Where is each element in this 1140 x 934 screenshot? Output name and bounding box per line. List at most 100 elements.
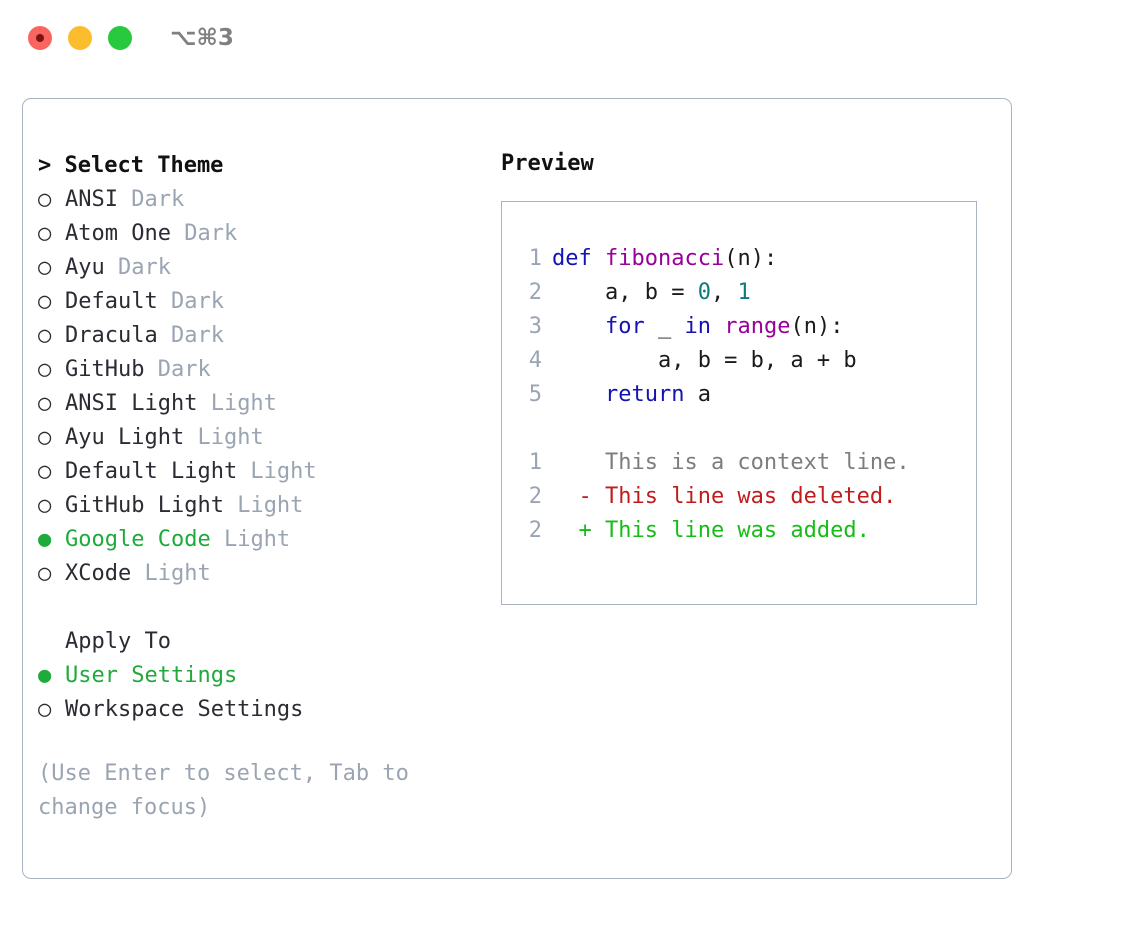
apply-to-label: User Settings	[65, 663, 238, 688]
code-line: 5 return a	[514, 378, 976, 412]
diff-text: - This line was deleted.	[552, 484, 897, 509]
code-line: 2 a, b = 0, 1	[514, 276, 976, 310]
theme-category: Light	[131, 561, 211, 586]
code-token: (n):	[790, 314, 844, 339]
line-number: 5	[528, 382, 542, 407]
theme-name: ANSI	[65, 187, 118, 212]
radio-unselected-icon: ○	[38, 391, 52, 416]
radio-unselected-icon: ○	[38, 221, 52, 246]
theme-selector-column: > Select Theme ○ANSI Dark○Atom One Dark○…	[38, 149, 478, 825]
theme-category: Dark	[104, 255, 171, 280]
theme-list-item[interactable]: ○ Atom One Dark	[38, 217, 478, 251]
line-number: 3	[528, 314, 542, 339]
main-panel: > Select Theme ○ANSI Dark○Atom One Dark○…	[22, 98, 1012, 879]
theme-name: Default	[65, 289, 158, 314]
keyboard-shortcut-label: ⌥⌘3	[170, 25, 234, 51]
code-line: 4 a, b = b, a + b	[514, 344, 976, 378]
theme-category: Light	[197, 391, 277, 416]
code-token: a, b = b, a + b	[552, 348, 857, 373]
apply-to-item[interactable]: ○ Workspace Settings	[38, 693, 478, 727]
line-number: 1	[528, 246, 542, 271]
window-close-button[interactable]	[28, 26, 52, 50]
theme-list-item[interactable]: ○ GitHub Light Light	[38, 489, 478, 523]
radio-unselected-icon: ○	[38, 493, 52, 518]
theme-list-item[interactable]: ○GitHub Dark	[38, 353, 478, 387]
diff-line: 2 - This line was deleted.	[514, 480, 976, 514]
diff-text: This is a context line.	[552, 450, 910, 475]
radio-unselected-icon: ○	[38, 255, 52, 280]
theme-list-item[interactable]: ○ Ayu Dark	[38, 251, 478, 285]
radio-unselected-icon: ○	[38, 697, 52, 722]
apply-to-title: Apply To	[65, 629, 171, 654]
code-token	[552, 382, 605, 407]
theme-category: Light	[223, 493, 304, 518]
theme-list-item[interactable]: ○Default Light Light	[38, 455, 478, 489]
theme-category: Dark	[157, 323, 224, 348]
line-number: 2	[528, 518, 542, 543]
radio-unselected-icon: ○	[38, 357, 52, 382]
theme-name: Dracula	[65, 323, 158, 348]
code-token: _	[644, 314, 685, 339]
theme-list-header: > Select Theme	[38, 153, 224, 178]
code-token: 0	[697, 280, 711, 305]
radio-selected-icon: ●	[38, 663, 52, 688]
diff-line: 1 This is a context line.	[514, 446, 976, 480]
line-number: 2	[528, 484, 542, 509]
preview-title: Preview	[501, 151, 594, 176]
code-token	[711, 314, 724, 339]
theme-list-item[interactable]: ○ ANSI Light Light	[38, 387, 478, 421]
code-token: a, b =	[552, 280, 698, 305]
theme-name: GitHub Light	[65, 493, 224, 518]
diff-text: + This line was added.	[552, 518, 870, 543]
theme-name: Atom One	[65, 221, 171, 246]
theme-list: ○ANSI Dark○Atom One Dark○Ayu Dark○Defaul…	[38, 183, 478, 591]
diff-line: 2 + This line was added.	[514, 514, 976, 548]
radio-selected-icon: ●	[38, 527, 52, 552]
code-token: return	[604, 382, 685, 407]
theme-name: XCode	[65, 561, 132, 586]
code-token: a	[684, 382, 711, 407]
theme-category: Light	[210, 527, 291, 552]
line-number: 2	[528, 280, 542, 305]
apply-to-item[interactable]: ● User Settings	[38, 659, 478, 693]
window-minimize-button[interactable]	[68, 26, 92, 50]
code-token	[552, 314, 605, 339]
theme-category: Light	[237, 459, 317, 484]
theme-name: Google Code	[65, 527, 211, 552]
code-token: (n):	[724, 246, 778, 271]
theme-category: Dark	[170, 221, 238, 246]
radio-unselected-icon: ○	[38, 187, 52, 212]
theme-category: Dark	[117, 187, 185, 212]
theme-list-item[interactable]: ○Default Dark	[38, 285, 478, 319]
title-bar: ⌥⌘3	[0, 0, 1140, 78]
code-token: for	[604, 314, 645, 339]
theme-name: GitHub	[65, 357, 145, 382]
theme-list-item[interactable]: ○Ayu Light Light	[38, 421, 478, 455]
window-maximize-button[interactable]	[108, 26, 132, 50]
theme-list-item[interactable]: ○Dracula Dark	[38, 319, 478, 353]
theme-category: Light	[184, 425, 264, 450]
theme-list-item[interactable]: ● Google Code Light	[38, 523, 478, 557]
line-number: 4	[528, 348, 542, 373]
diff-sample: 1 This is a context line.2 - This line w…	[514, 446, 976, 548]
radio-unselected-icon: ○	[38, 289, 52, 314]
radio-unselected-icon: ○	[38, 459, 52, 484]
keyboard-hint-text: (Use Enter to select, Tab to change focu…	[38, 761, 423, 820]
apply-to-list: ● User Settings ○ Workspace Settings	[38, 659, 478, 727]
code-line: 3 for _ in range(n):	[514, 310, 976, 344]
apply-to-label: Workspace Settings	[65, 697, 304, 722]
code-token: ,	[710, 280, 738, 305]
code-token: in	[684, 314, 711, 339]
theme-list-item[interactable]: ○ ANSI Dark	[38, 183, 478, 217]
code-token: fibonacci	[604, 246, 725, 271]
theme-name: ANSI Light	[65, 391, 198, 416]
section-spacer	[38, 591, 478, 625]
radio-unselected-icon: ○	[38, 561, 52, 586]
theme-list-item[interactable]: ○ XCode Light	[38, 557, 478, 591]
theme-name: Ayu	[65, 255, 105, 280]
